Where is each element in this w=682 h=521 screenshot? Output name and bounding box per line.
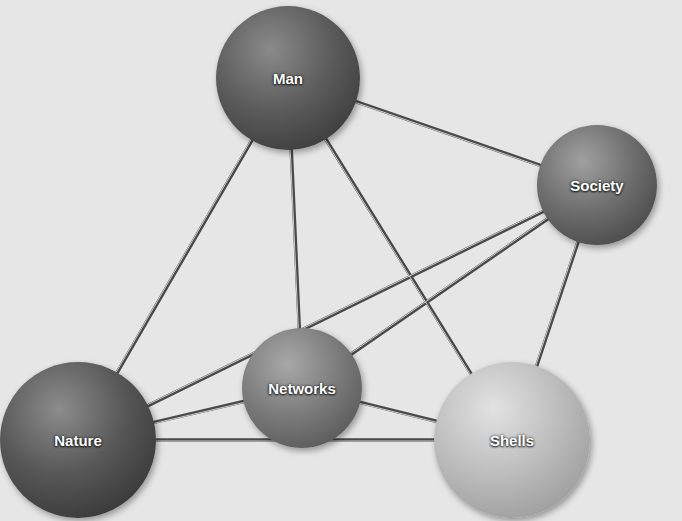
rod-highlight	[356, 103, 540, 167]
rod-highlight	[116, 140, 251, 372]
sphere-node: Networks	[242, 328, 362, 448]
rod-connector	[356, 102, 540, 166]
node-label: Society	[570, 177, 623, 194]
sphere-node: Nature	[0, 362, 156, 518]
sphere-node: Society	[537, 125, 657, 245]
node-label: Nature	[54, 432, 102, 449]
rod-connector	[351, 219, 547, 354]
sphere-node: Man	[216, 6, 360, 150]
node-label: Networks	[268, 380, 336, 397]
sphere-node: Shells	[434, 362, 590, 518]
rod-connector	[154, 402, 244, 423]
node-label: Man	[273, 70, 303, 87]
rod-highlight	[351, 218, 547, 353]
rod-connector	[537, 242, 578, 366]
rod-highlight	[360, 403, 436, 422]
node-label: Shells	[490, 432, 534, 449]
rod-highlight	[536, 242, 577, 366]
rod-highlight	[154, 403, 244, 424]
rod-highlight	[290, 150, 298, 328]
rod-connector	[291, 150, 299, 328]
rod-connector	[117, 140, 252, 372]
rod-connector	[360, 402, 436, 421]
